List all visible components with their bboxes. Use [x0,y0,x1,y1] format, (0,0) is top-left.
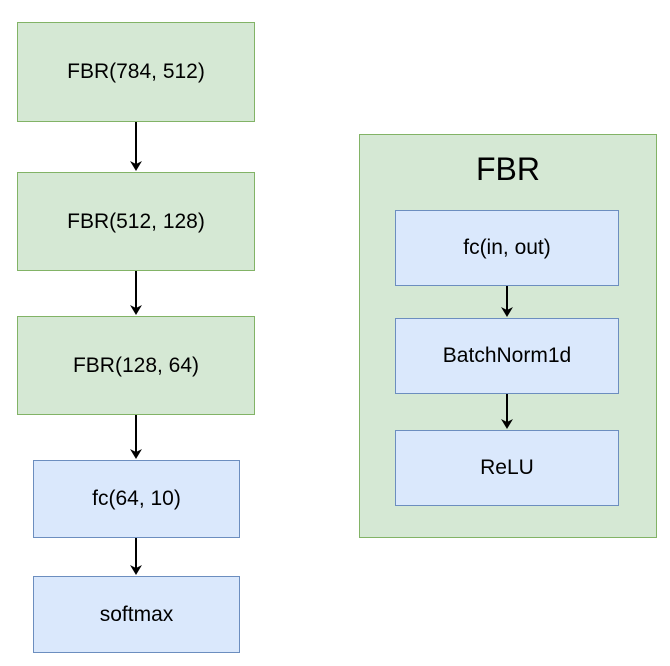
relu-node: ReLU [395,430,619,506]
fbr-512-128-label: FBR(512, 128) [67,209,205,233]
fc-64-10-node: fc(64, 10) [33,460,240,538]
relu-label: ReLU [480,456,534,479]
fbr-fc-node: fc(in, out) [395,210,619,286]
batchnorm-label: BatchNorm1d [442,344,572,367]
fbr-512-128-node: FBR(512, 128) [17,172,255,271]
fc-64-10-label: fc(64, 10) [92,487,181,510]
fbr-784-512-label: FBR(784, 512) [67,60,205,83]
softmax-node: softmax [33,576,240,653]
fbr-group-title: FBR [476,151,540,187]
softmax-label: softmax [99,602,174,626]
batchnorm-node: BatchNorm1d [395,318,619,394]
fbr-fc-label: fc(in, out) [463,236,551,259]
fbr-784-512-node: FBR(784, 512) [17,22,255,122]
fbr-128-64-label: FBR(128, 64) [72,353,200,377]
fbr-128-64-node: FBR(128, 64) [17,316,255,415]
